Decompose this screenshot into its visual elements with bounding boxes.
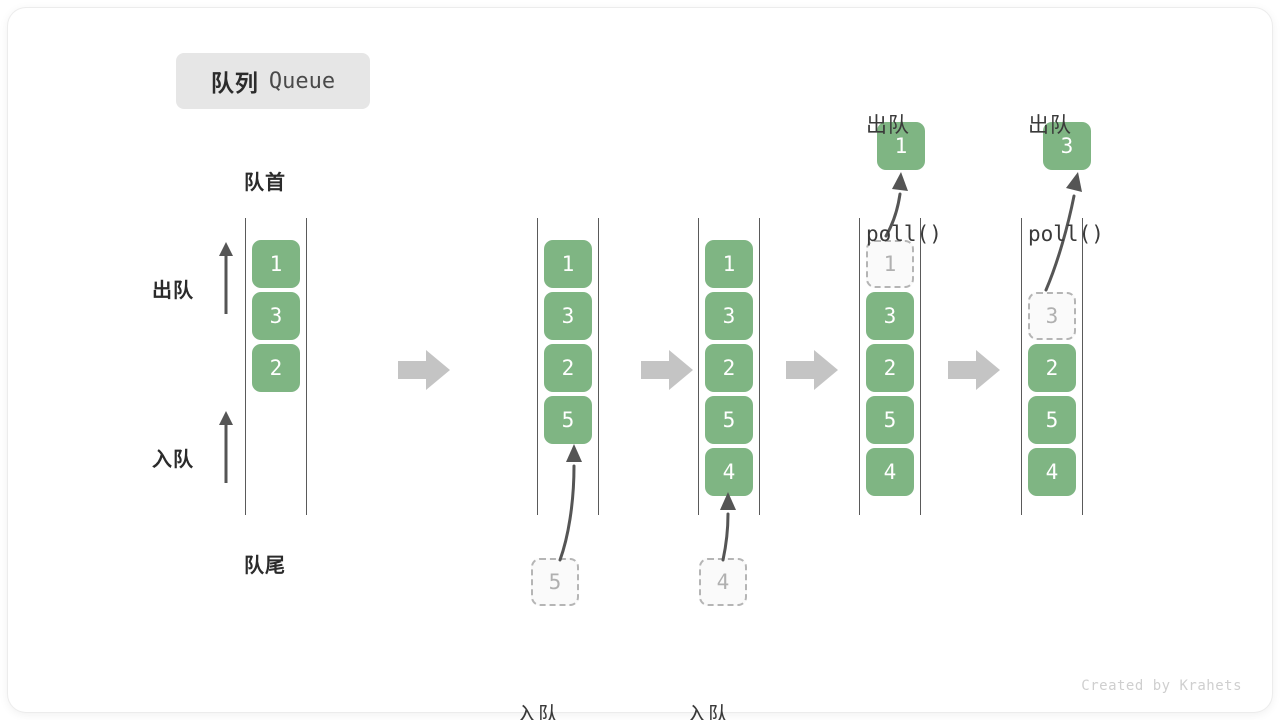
queue-cell: 1 (544, 240, 592, 288)
rear-label: 队尾 (244, 555, 286, 577)
step-arrow-3 (786, 350, 838, 390)
rail-right (598, 218, 599, 515)
front-label: 队首 (244, 172, 286, 194)
state-4-caption: 出队 poll() (866, 36, 942, 324)
step-arrow-4 (948, 350, 1000, 390)
state-5-fn-suffix: ) (1091, 222, 1104, 246)
queue-cell: 5 (1028, 396, 1076, 444)
state-5-caption-cn: 出队 (1028, 114, 1072, 137)
queue-cell: 4 (866, 448, 914, 496)
rail-right (306, 218, 307, 515)
diagram-title-chip: 队列 Queue (176, 53, 370, 109)
state-3-caption: 入队 offer(4) (686, 626, 787, 720)
state-5-caption-fn: poll() (1028, 216, 1104, 252)
dequeue-axis-label: 出队 (152, 280, 194, 302)
state-2-caption: 入队 offer(5) (516, 626, 617, 720)
state-4-fn-prefix: poll( (866, 222, 930, 246)
rail-left (698, 218, 699, 515)
enqueue-direction-arrow (219, 411, 233, 483)
state-5-caption: 出队 poll() (1028, 36, 1104, 324)
rail-left (859, 218, 860, 515)
queue-cell: 2 (1028, 344, 1076, 392)
state-4-fn-suffix: ) (929, 222, 942, 246)
enqueue-motion-arrow-1 (558, 444, 582, 562)
queue-cell: 2 (544, 344, 592, 392)
dequeue-direction-arrow (219, 242, 233, 314)
pending-cell: 4 (699, 558, 747, 606)
enqueue-motion-arrow-2 (720, 492, 736, 562)
rail-right (1082, 218, 1083, 515)
state-4-caption-cn: 出队 (866, 114, 910, 137)
queue-cell: 2 (705, 344, 753, 392)
diagram-card: 队列 Queue 队首 队尾 出队 入队 1 3 2 (8, 8, 1272, 720)
state-5-fn-prefix: poll( (1028, 222, 1092, 246)
queue-cell: 3 (252, 292, 300, 340)
rail-left (245, 218, 246, 515)
queue-cell: 2 (252, 344, 300, 392)
queue-cell: 1 (705, 240, 753, 288)
state-4-caption-fn: poll() (866, 216, 942, 252)
rail-right (759, 218, 760, 515)
rail-left (1021, 218, 1022, 515)
diagram-title-cn: 队列 (210, 70, 259, 96)
queue-cell: 3 (866, 292, 914, 340)
pending-cell: 5 (531, 558, 579, 606)
rail-left (537, 218, 538, 515)
queue-cell: 1 (252, 240, 300, 288)
queue-cell: 3 (705, 292, 753, 340)
queue-cell: 5 (544, 396, 592, 444)
state-2-caption-cn: 入队 (516, 704, 560, 720)
credit-text: Created by Krahets (1081, 678, 1242, 694)
queue-cell: 5 (866, 396, 914, 444)
popped-cell: 3 (1043, 122, 1091, 170)
diagram-title-en: Queue (268, 68, 336, 94)
step-arrow-1 (398, 350, 450, 390)
step-arrow-2 (641, 350, 693, 390)
queue-cell: 2 (866, 344, 914, 392)
enqueue-axis-label: 入队 (152, 449, 194, 471)
state-3-caption-cn: 入队 (686, 704, 730, 720)
queue-cell: 3 (544, 292, 592, 340)
queue-cell: 4 (1028, 448, 1076, 496)
queue-cell-ghost: 3 (1028, 292, 1076, 340)
dequeue-motion-arrow-2 (1044, 172, 1082, 292)
queue-cell: 5 (705, 396, 753, 444)
queue-cell: 4 (705, 448, 753, 496)
queue-cell-ghost: 1 (866, 240, 914, 288)
dequeue-motion-arrow-1 (884, 172, 908, 238)
popped-cell: 1 (877, 122, 925, 170)
rail-right (920, 218, 921, 515)
